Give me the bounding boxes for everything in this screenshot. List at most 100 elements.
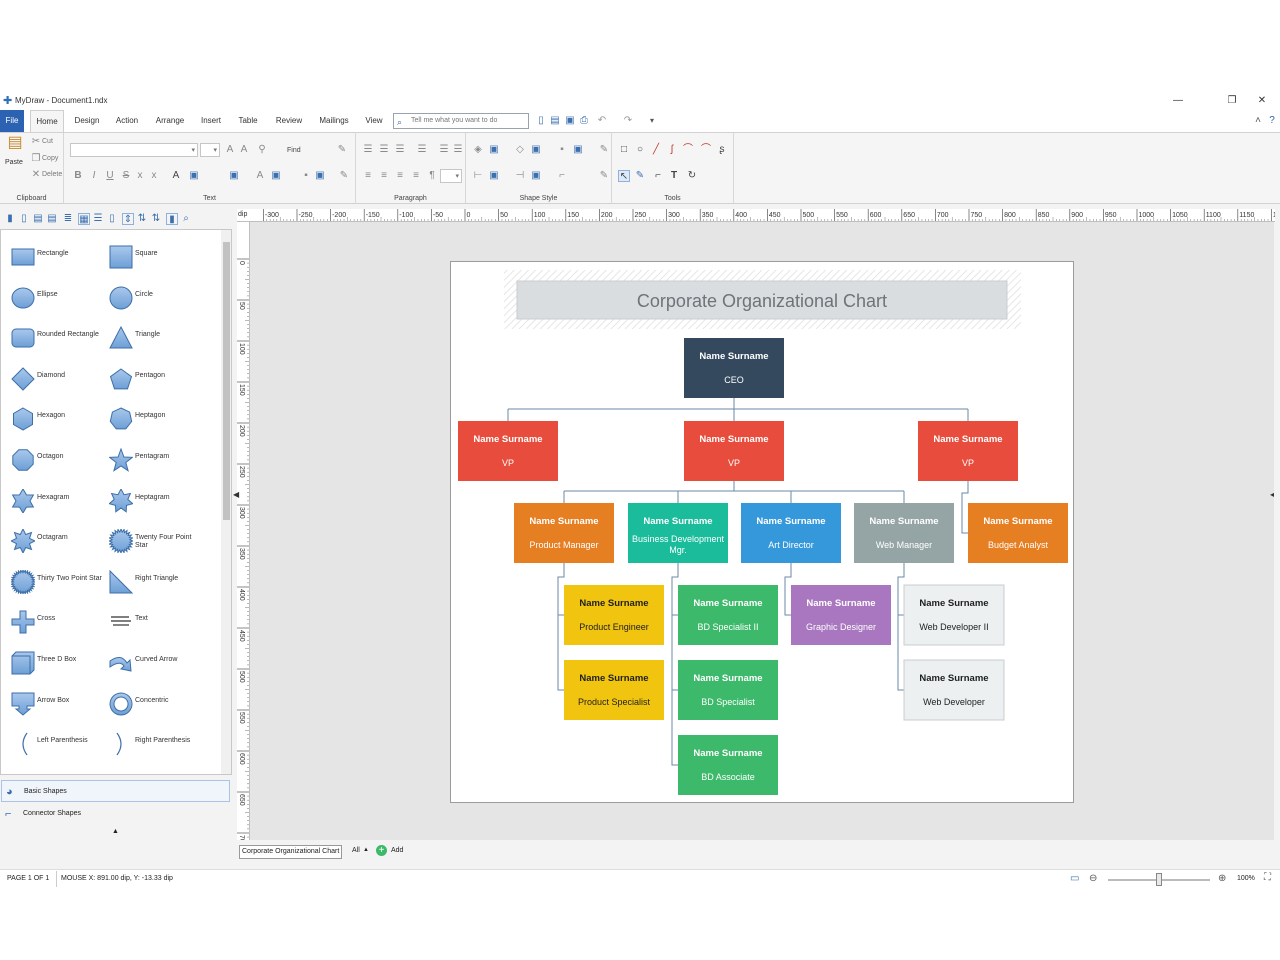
shape-item-heptagon[interactable]: Heptagon xyxy=(101,402,201,432)
shrink-font-icon[interactable]: A xyxy=(240,144,248,155)
sort-icon[interactable]: ⇅ xyxy=(137,213,147,224)
shape-item-three-d-box[interactable]: Three D Box xyxy=(3,646,103,676)
shape-item-text[interactable]: Text xyxy=(101,605,201,635)
tab-home[interactable]: Home xyxy=(30,110,64,132)
shadow-icon[interactable]: ▪ xyxy=(304,170,308,181)
shape-item-rounded-rectangle[interactable]: Rounded Rectangle xyxy=(3,321,103,351)
delete-button[interactable]: Delete xyxy=(42,171,63,178)
node-box[interactable] xyxy=(791,585,891,645)
shape-item-concentric[interactable]: Concentric xyxy=(101,687,201,717)
redo-icon[interactable]: ↷ xyxy=(623,115,633,126)
node-box[interactable] xyxy=(564,585,664,645)
drawing-page[interactable]: Corporate Organizational Chart Name Surn… xyxy=(450,261,1074,803)
tab-table[interactable]: Table xyxy=(238,116,258,125)
new-document-icon[interactable]: ▯ xyxy=(538,115,544,126)
font-color-icon[interactable]: A xyxy=(172,170,180,181)
category-connector-shapes[interactable]: ⌐ Connector Shapes xyxy=(1,803,230,825)
sort-desc-icon[interactable]: ⇅ xyxy=(151,213,161,224)
tab-view[interactable]: View xyxy=(365,116,383,125)
increase-indent-icon[interactable]: ☰ xyxy=(453,144,463,155)
grow-font-icon[interactable]: A xyxy=(226,144,234,155)
align-left-icon[interactable]: ≡ xyxy=(365,170,371,181)
tell-me-input[interactable]: ⌕ Tell me what you want to do xyxy=(393,113,529,129)
decrease-indent-icon[interactable]: ☰ xyxy=(439,144,449,155)
shape-item-curved-arrow[interactable]: Curved Arrow xyxy=(101,646,201,676)
font-family-select[interactable]: ▾ xyxy=(70,143,198,157)
clear-format-icon[interactable]: ✎ xyxy=(339,170,349,181)
copy-button[interactable]: Copy xyxy=(42,155,59,162)
sheet-tab-active[interactable]: Corporate Organizational Chart xyxy=(239,845,343,859)
align-middle-icon[interactable]: ☰ xyxy=(379,144,389,155)
line-tool-icon[interactable]: ╱ xyxy=(652,144,660,155)
node-box[interactable] xyxy=(678,735,778,795)
node-box[interactable] xyxy=(684,338,784,398)
text-effects-icon[interactable]: ▣ xyxy=(271,170,281,181)
bold-icon[interactable]: B xyxy=(74,170,82,181)
right-panel-toggle-icon[interactable]: ◀ xyxy=(1270,490,1274,499)
undo-icon[interactable]: ↶ xyxy=(597,115,607,126)
shape-item-cross[interactable]: Cross xyxy=(3,605,103,635)
new-stencil-icon[interactable]: ▮ xyxy=(7,213,13,224)
shape-item-ellipse[interactable]: Ellipse xyxy=(3,281,103,311)
tab-arrange[interactable]: Arrange xyxy=(155,116,185,125)
presentation-icon[interactable]: ▭ xyxy=(1070,873,1080,884)
drawing-canvas[interactable]: Corporate Organizational Chart Name Surn… xyxy=(250,222,1274,840)
connector-line[interactable] xyxy=(784,563,792,616)
shape-item-right-triangle[interactable]: Right Triangle xyxy=(101,565,201,595)
node-box[interactable] xyxy=(903,659,1005,721)
shape-item-square[interactable]: Square xyxy=(101,240,201,270)
text-fill-icon[interactable]: ▣ xyxy=(189,170,199,181)
open-stencil-icon[interactable]: ▯ xyxy=(21,213,27,224)
chevron-up-icon[interactable]: ▲ xyxy=(363,847,369,853)
tab-insert[interactable]: Insert xyxy=(200,116,221,125)
style-painter-icon[interactable]: ✎ xyxy=(599,170,609,181)
open-icon[interactable]: ▤ xyxy=(550,115,560,126)
shape-item-octagon[interactable]: Octagon xyxy=(3,443,103,473)
title-box[interactable] xyxy=(516,280,1008,320)
tab-action[interactable]: Action xyxy=(115,116,139,125)
fill-style-icon[interactable]: ▣ xyxy=(489,144,499,155)
paste-icon[interactable]: ▤ xyxy=(7,134,23,151)
shape-item-left-parenthesis[interactable]: Left Parenthesis xyxy=(3,727,103,757)
library-icon[interactable]: ▤ xyxy=(47,213,57,224)
eyedropper-icon[interactable]: ✎ xyxy=(599,144,609,155)
arrow-end-style-icon[interactable]: ▣ xyxy=(531,170,541,181)
save-icon[interactable]: ▣ xyxy=(565,115,575,126)
begin-arrow-icon[interactable]: ⊢ xyxy=(473,170,483,181)
shape-item-thirty-two-point-star[interactable]: Thirty Two Point Star xyxy=(3,565,103,595)
minimize-button[interactable]: — xyxy=(1173,95,1183,106)
line-icon[interactable]: ◇ xyxy=(516,144,524,155)
connector-line[interactable] xyxy=(557,563,565,691)
connector-line[interactable] xyxy=(897,563,905,691)
shape-item-hexagon[interactable]: Hexagon xyxy=(3,402,103,432)
justify-icon[interactable]: ≡ xyxy=(413,170,419,181)
cut-button[interactable]: Cut xyxy=(42,138,53,145)
find-button[interactable]: Find xyxy=(287,147,301,154)
corner-icon[interactable]: ⌐ xyxy=(559,170,565,181)
format-painter-icon[interactable]: ✎ xyxy=(337,144,347,155)
fit-page-icon[interactable]: ⛶ xyxy=(1264,872,1271,883)
fill-icon[interactable]: ◈ xyxy=(474,144,482,155)
pencil-tool-icon[interactable]: ✎ xyxy=(635,170,645,181)
align-right-icon[interactable]: ≡ xyxy=(397,170,403,181)
add-sheet-button[interactable]: Add xyxy=(391,847,404,854)
add-sheet-icon[interactable]: + xyxy=(376,845,387,856)
node-box[interactable] xyxy=(684,421,784,481)
tab-design[interactable]: Design xyxy=(74,116,100,125)
shapes-scrollbar[interactable] xyxy=(221,230,231,774)
category-basic-shapes[interactable]: ◕ Basic Shapes xyxy=(1,780,230,802)
shape-item-arrow-box[interactable]: Arrow Box xyxy=(3,687,103,717)
zoom-in-icon[interactable]: ⊕ xyxy=(1218,873,1227,884)
node-box[interactable] xyxy=(903,584,1005,646)
arc-tool-icon[interactable]: ⌒ xyxy=(683,144,693,155)
align-top-icon[interactable]: ☰ xyxy=(363,144,373,155)
